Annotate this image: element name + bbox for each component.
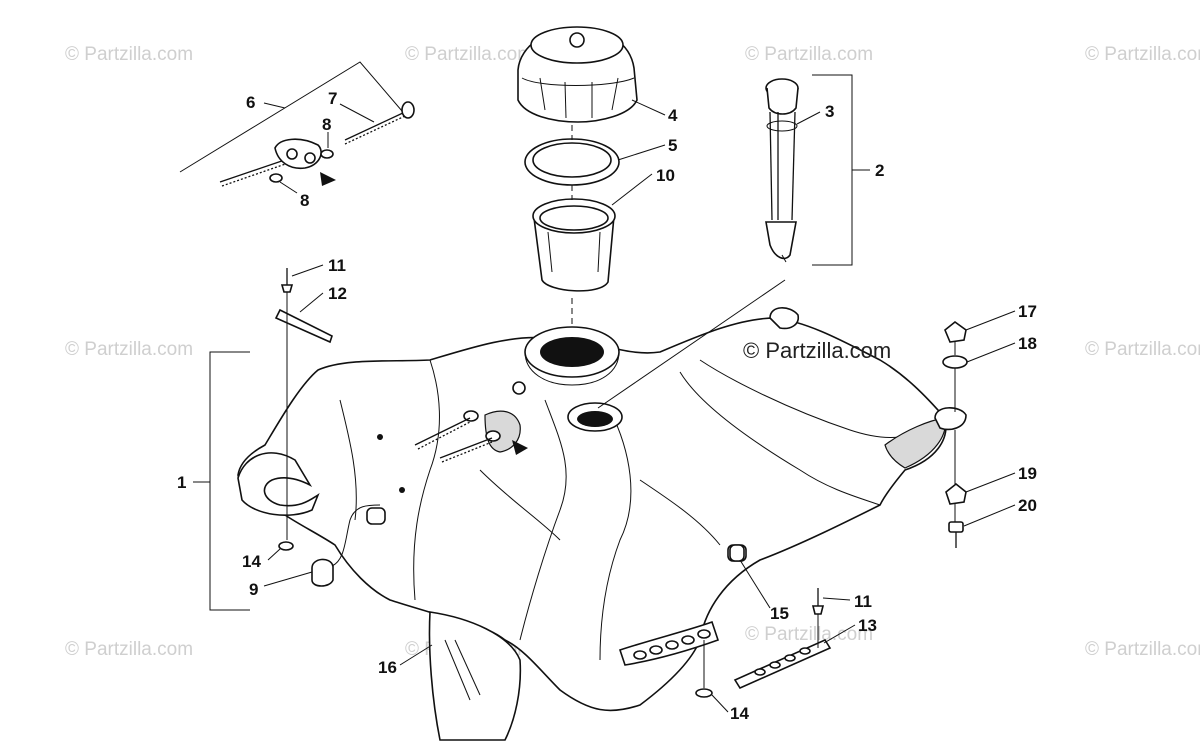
- heat-shield: [428, 611, 522, 741]
- callout-8-upper: 8: [322, 115, 331, 134]
- gasket-ring: [524, 138, 620, 186]
- callout-14-left: 14: [242, 552, 261, 571]
- filler-sleeve: [532, 198, 616, 292]
- stud: [414, 417, 471, 446]
- callout-5: 5: [668, 136, 677, 155]
- callout-10: 10: [656, 166, 675, 185]
- arrow-marker: [512, 440, 528, 455]
- callout-numbers: 1 2 3 4 5 6 7 8 8 9 10 11 11 12 13 14 14…: [177, 89, 1037, 723]
- clip-strip-perforated: [733, 638, 832, 690]
- callout-8-lower: 8: [300, 191, 309, 210]
- callout-leaders: [263, 99, 1016, 713]
- mount-bracket-kit: [179, 61, 415, 187]
- callout-6: 6: [246, 93, 255, 112]
- callout-7: 7: [328, 89, 337, 108]
- washer: [695, 688, 713, 698]
- watermark-faint: © Partzilla.com: [745, 624, 873, 645]
- callout-11-right: 11: [854, 592, 872, 611]
- callout-11-left: 11: [328, 256, 346, 275]
- washer: [278, 541, 294, 551]
- leader-gauge-to-tank: [597, 279, 786, 409]
- bolt: [948, 521, 964, 548]
- bracket-holes: [633, 629, 711, 660]
- watermark-faint: © Partzilla.com: [745, 44, 873, 65]
- clip-strip: [274, 308, 333, 344]
- callout-14-right: 14: [730, 704, 749, 723]
- watermark-faint: © Partzilla.com: [65, 639, 193, 660]
- callout-17: 17: [1018, 302, 1037, 321]
- callout-9: 9: [249, 580, 258, 599]
- callout-15: 15: [770, 604, 789, 623]
- watermark-main: © Partzilla.com: [743, 338, 891, 363]
- callout-16: 16: [378, 658, 397, 677]
- nut: [945, 482, 967, 505]
- callout-4: 4: [668, 106, 678, 125]
- grommet: [311, 558, 334, 587]
- callout-12: 12: [328, 284, 347, 303]
- callout-19: 19: [1018, 464, 1037, 483]
- stud-thread: [417, 421, 471, 450]
- callout-18: 18: [1018, 334, 1037, 353]
- watermark-faint: © Partzilla.com: [1085, 639, 1200, 660]
- fuel-tank: [237, 307, 967, 712]
- group-brackets: [193, 74, 870, 611]
- callout-3: 3: [825, 102, 834, 121]
- watermark-faint: © Partzilla.com: [405, 44, 533, 65]
- watermark-faint: © Partzilla.com: [65, 44, 193, 65]
- callout-1: 1: [177, 473, 186, 492]
- callout-13: 13: [858, 616, 877, 635]
- callout-2: 2: [875, 161, 884, 180]
- callout-20: 20: [1018, 496, 1037, 515]
- screw: [280, 268, 294, 293]
- spacer: [729, 544, 745, 562]
- fuel-cap: [517, 26, 638, 123]
- watermark-faint: © Partzilla.com: [1085, 339, 1200, 360]
- watermark-faint: © Partzilla.com: [1085, 44, 1200, 65]
- screw: [811, 588, 825, 615]
- washer: [942, 355, 968, 369]
- watermark-faint: © Partzilla.com: [65, 339, 193, 360]
- nut: [944, 320, 967, 343]
- stud: [439, 437, 493, 459]
- stud-thread: [441, 441, 493, 463]
- fuel-gauge-assembly: [765, 78, 799, 263]
